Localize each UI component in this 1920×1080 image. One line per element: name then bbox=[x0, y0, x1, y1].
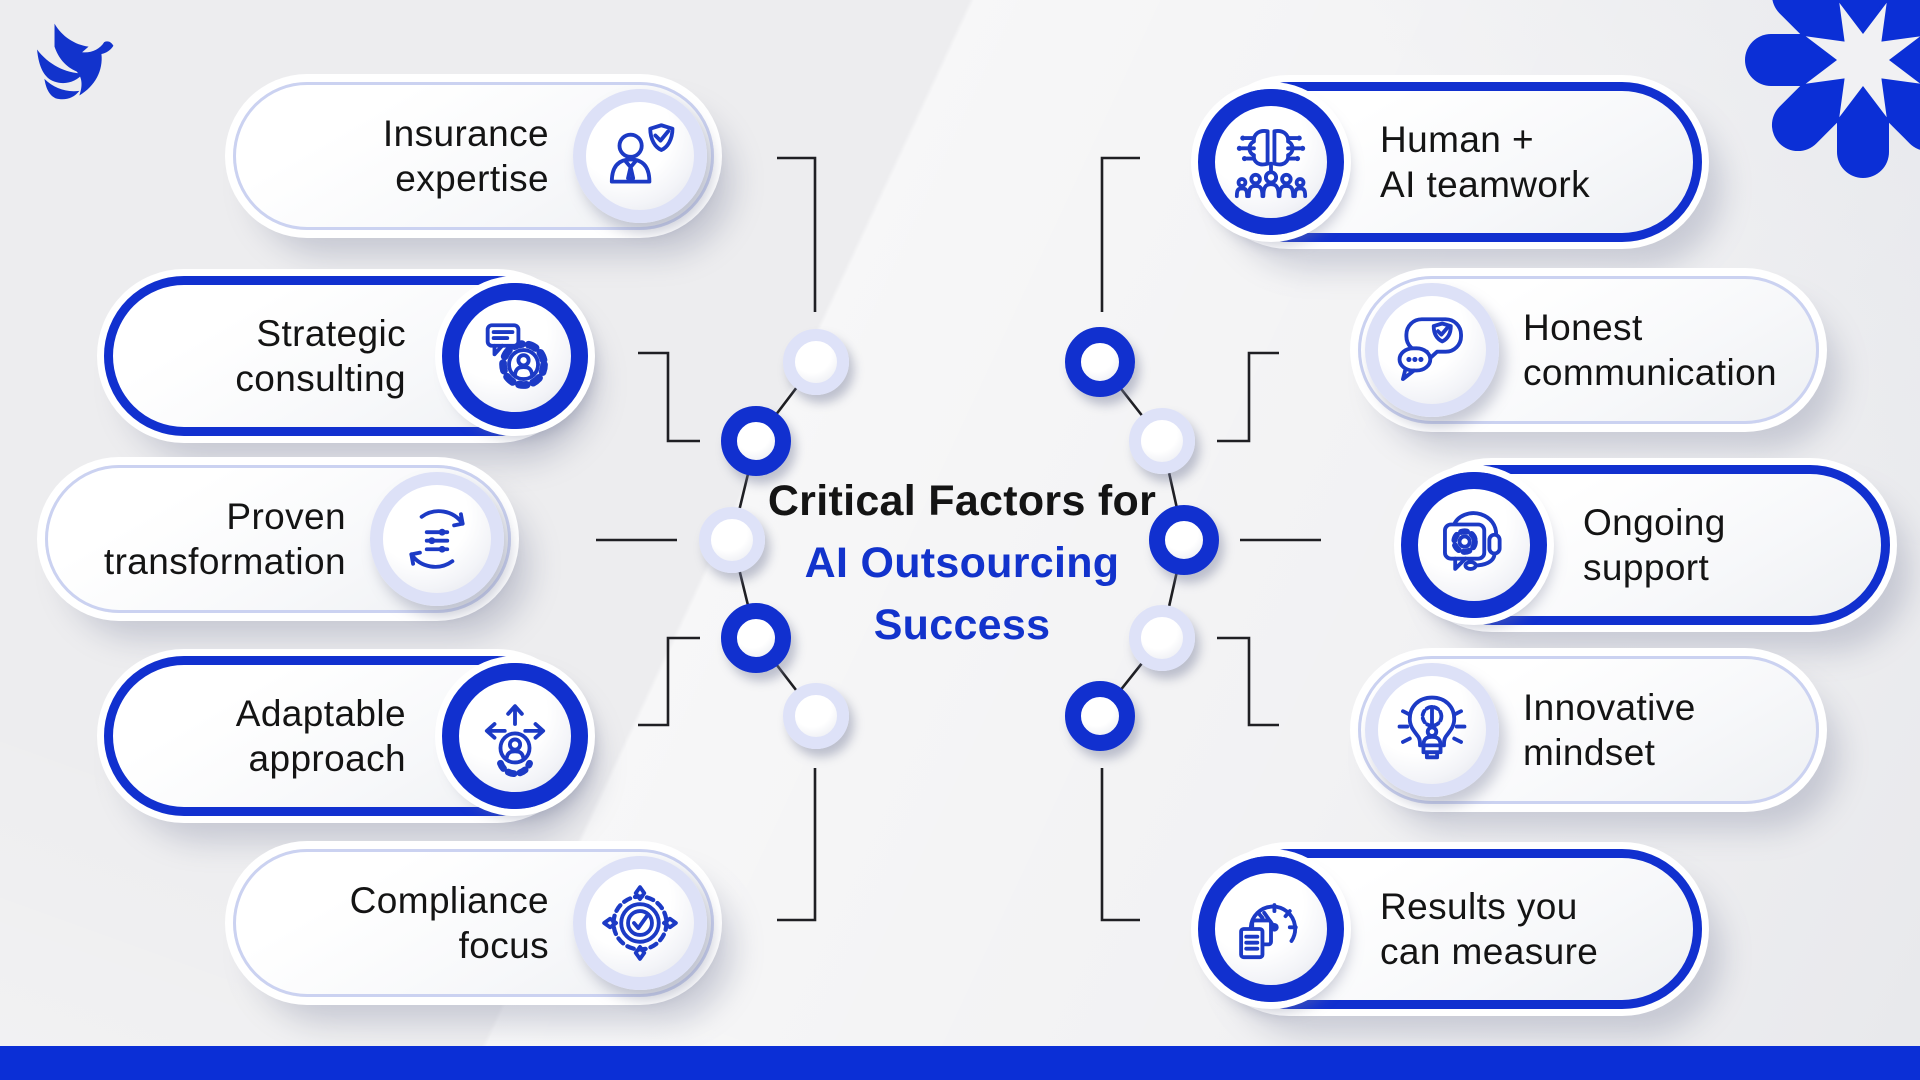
factor-pill-compliance-focus: Compliance focus bbox=[233, 849, 714, 997]
factor-pill-proven-transformation: Proven transformation bbox=[45, 465, 511, 613]
factor-pill-innovative-mindset: Innovative mindset bbox=[1358, 656, 1819, 804]
compliance-target-icon bbox=[573, 856, 707, 990]
arc-node bbox=[783, 683, 849, 749]
phoenix-logo-icon bbox=[37, 23, 114, 100]
support-headset-icon bbox=[1401, 472, 1547, 618]
chat-shield-icon bbox=[1365, 283, 1499, 417]
gauge-report-icon bbox=[1198, 856, 1344, 1002]
factor-pill-human-ai-teamwork: Human + AI teamwork bbox=[1198, 82, 1702, 242]
consulting-gear-icon bbox=[442, 283, 588, 429]
page-title: Critical Factors for AI Outsourcing Succ… bbox=[660, 470, 1264, 656]
factor-pill-ongoing-support: Ongoing support bbox=[1401, 465, 1890, 625]
factor-pill-honest-communication: Honest communication bbox=[1358, 276, 1819, 424]
factor-pill-insurance-expertise: Insurance expertise bbox=[233, 82, 714, 230]
arc-node bbox=[1065, 681, 1135, 751]
arc-node bbox=[1129, 408, 1195, 474]
footer-accent-bar bbox=[0, 1046, 1920, 1080]
factor-pill-results-measure: Results you can measure bbox=[1198, 849, 1702, 1009]
factor-label: Adaptable approach bbox=[235, 692, 406, 779]
flower-decoration-icon bbox=[1745, 0, 1920, 178]
factor-label: Ongoing support bbox=[1583, 501, 1726, 588]
factor-pill-adaptable-approach: Adaptable approach bbox=[104, 656, 588, 816]
factor-label: Human + AI teamwork bbox=[1380, 118, 1591, 205]
title-line-2: AI Outsourcing bbox=[804, 539, 1120, 587]
transformation-cycle-icon bbox=[370, 472, 504, 606]
person-shield-icon bbox=[573, 89, 707, 223]
ai-brain-team-icon bbox=[1198, 89, 1344, 235]
innovation-bulb-icon bbox=[1365, 663, 1499, 797]
arc-node bbox=[1065, 327, 1135, 397]
title-line-1: Critical Factors for bbox=[767, 477, 1157, 525]
factor-label: Results you can measure bbox=[1380, 885, 1599, 972]
factor-label: Proven transformation bbox=[103, 495, 346, 582]
factor-label: Honest communication bbox=[1523, 306, 1778, 393]
factor-label: Compliance focus bbox=[349, 879, 549, 966]
factor-label: Innovative mindset bbox=[1523, 686, 1696, 773]
factor-label: Insurance expertise bbox=[382, 112, 549, 199]
factor-label: Strategic consulting bbox=[235, 312, 406, 399]
title-line-3: Success bbox=[873, 601, 1051, 649]
factor-pill-strategic-consulting: Strategic consulting bbox=[104, 276, 588, 436]
arc-node bbox=[1149, 505, 1219, 575]
adaptable-arrows-icon bbox=[442, 663, 588, 809]
arc-node bbox=[721, 406, 791, 476]
arc-node bbox=[783, 329, 849, 395]
